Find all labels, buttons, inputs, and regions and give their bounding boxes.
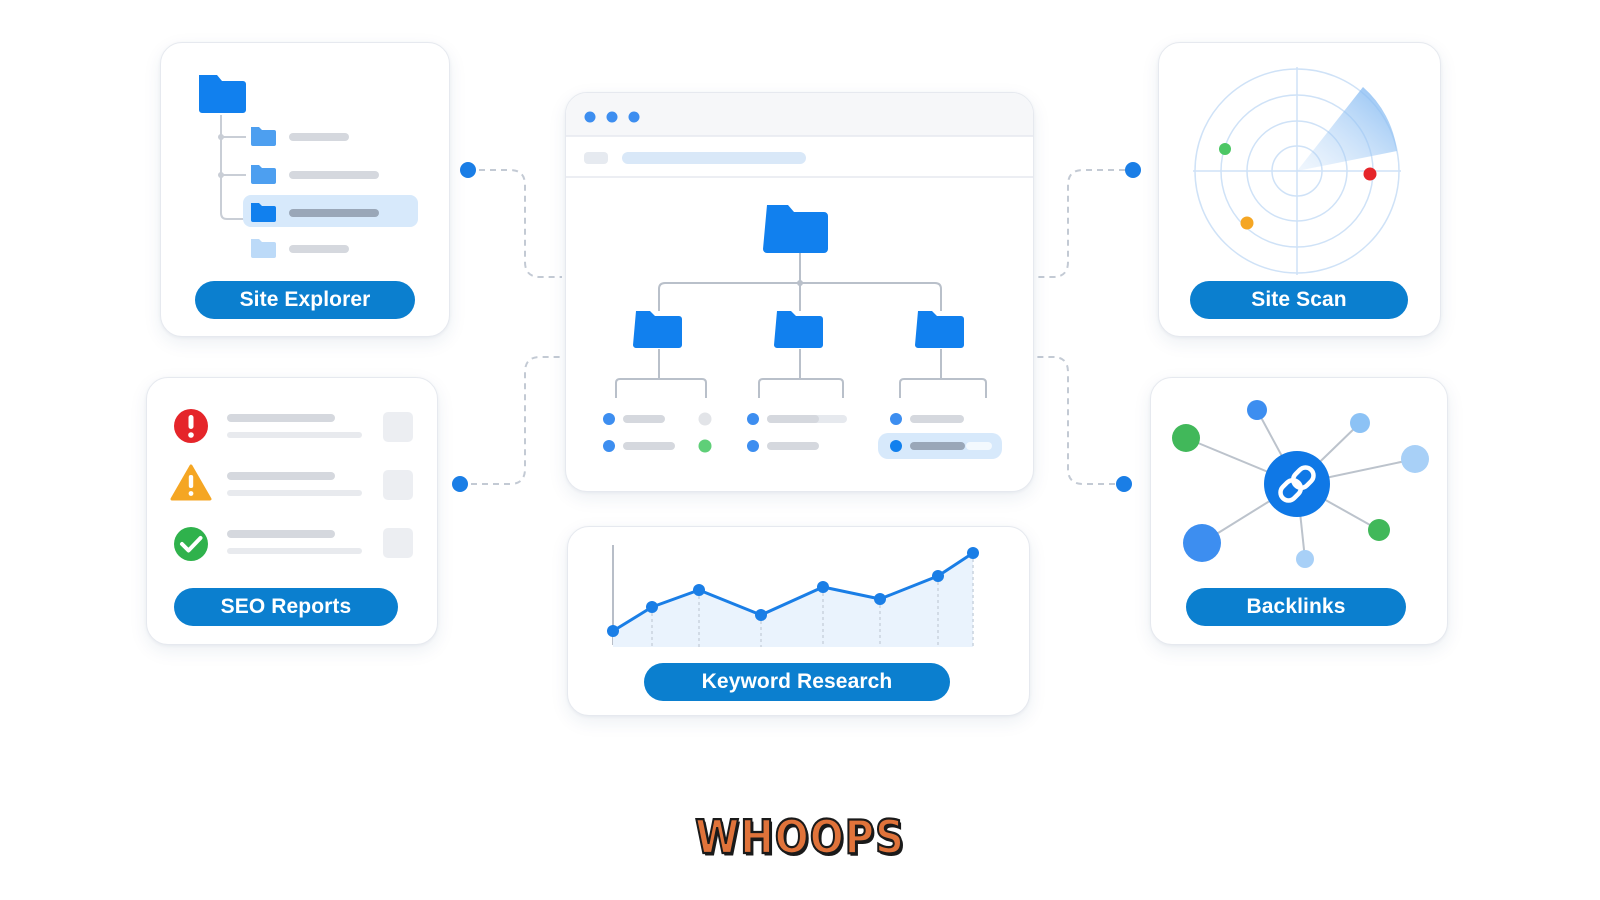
browser-window-card (565, 92, 1034, 492)
site-scan-card[interactable]: Site Scan (1158, 42, 1441, 337)
warning-icon (170, 464, 212, 501)
connector-dot-backlinks (1116, 476, 1132, 492)
window-dot-3 (628, 111, 640, 123)
seo-reports-label[interactable]: SEO Reports (174, 588, 398, 626)
check-icon (174, 527, 208, 561)
seo-reports-list (170, 409, 413, 561)
seo-reports-card[interactable]: SEO Reports (146, 377, 438, 645)
whoops-logo: WHOOPS (694, 810, 905, 865)
connector-dot-seo-reports (452, 476, 468, 492)
root-folder-icon (763, 205, 828, 253)
folder-tree-icon (199, 75, 418, 258)
keyword-research-card[interactable]: Keyword Research (567, 526, 1030, 716)
backlinks-card[interactable]: Backlinks (1150, 377, 1448, 645)
browser-window (566, 93, 1033, 459)
site-explorer-card[interactable]: Site Explorer (160, 42, 450, 337)
radar-dot-green (1219, 143, 1231, 155)
window-dot-1 (584, 111, 596, 123)
connector-dot-site-scan (1125, 162, 1141, 178)
backlinks-label[interactable]: Backlinks (1186, 588, 1406, 626)
site-explorer-label[interactable]: Site Explorer (195, 281, 415, 319)
backlinks-network (1172, 400, 1429, 568)
keyword-research-label[interactable]: Keyword Research (644, 663, 950, 701)
site-scan-label[interactable]: Site Scan (1190, 281, 1408, 319)
error-icon (174, 409, 208, 443)
window-dot-2 (606, 111, 618, 123)
radar-dot-orange (1240, 216, 1254, 230)
link-icon (1264, 451, 1330, 517)
keyword-trend-chart (607, 545, 979, 647)
radar-icon (1193, 67, 1401, 275)
radar-dot-red (1363, 167, 1377, 181)
connector-dot-site-explorer (460, 162, 476, 178)
